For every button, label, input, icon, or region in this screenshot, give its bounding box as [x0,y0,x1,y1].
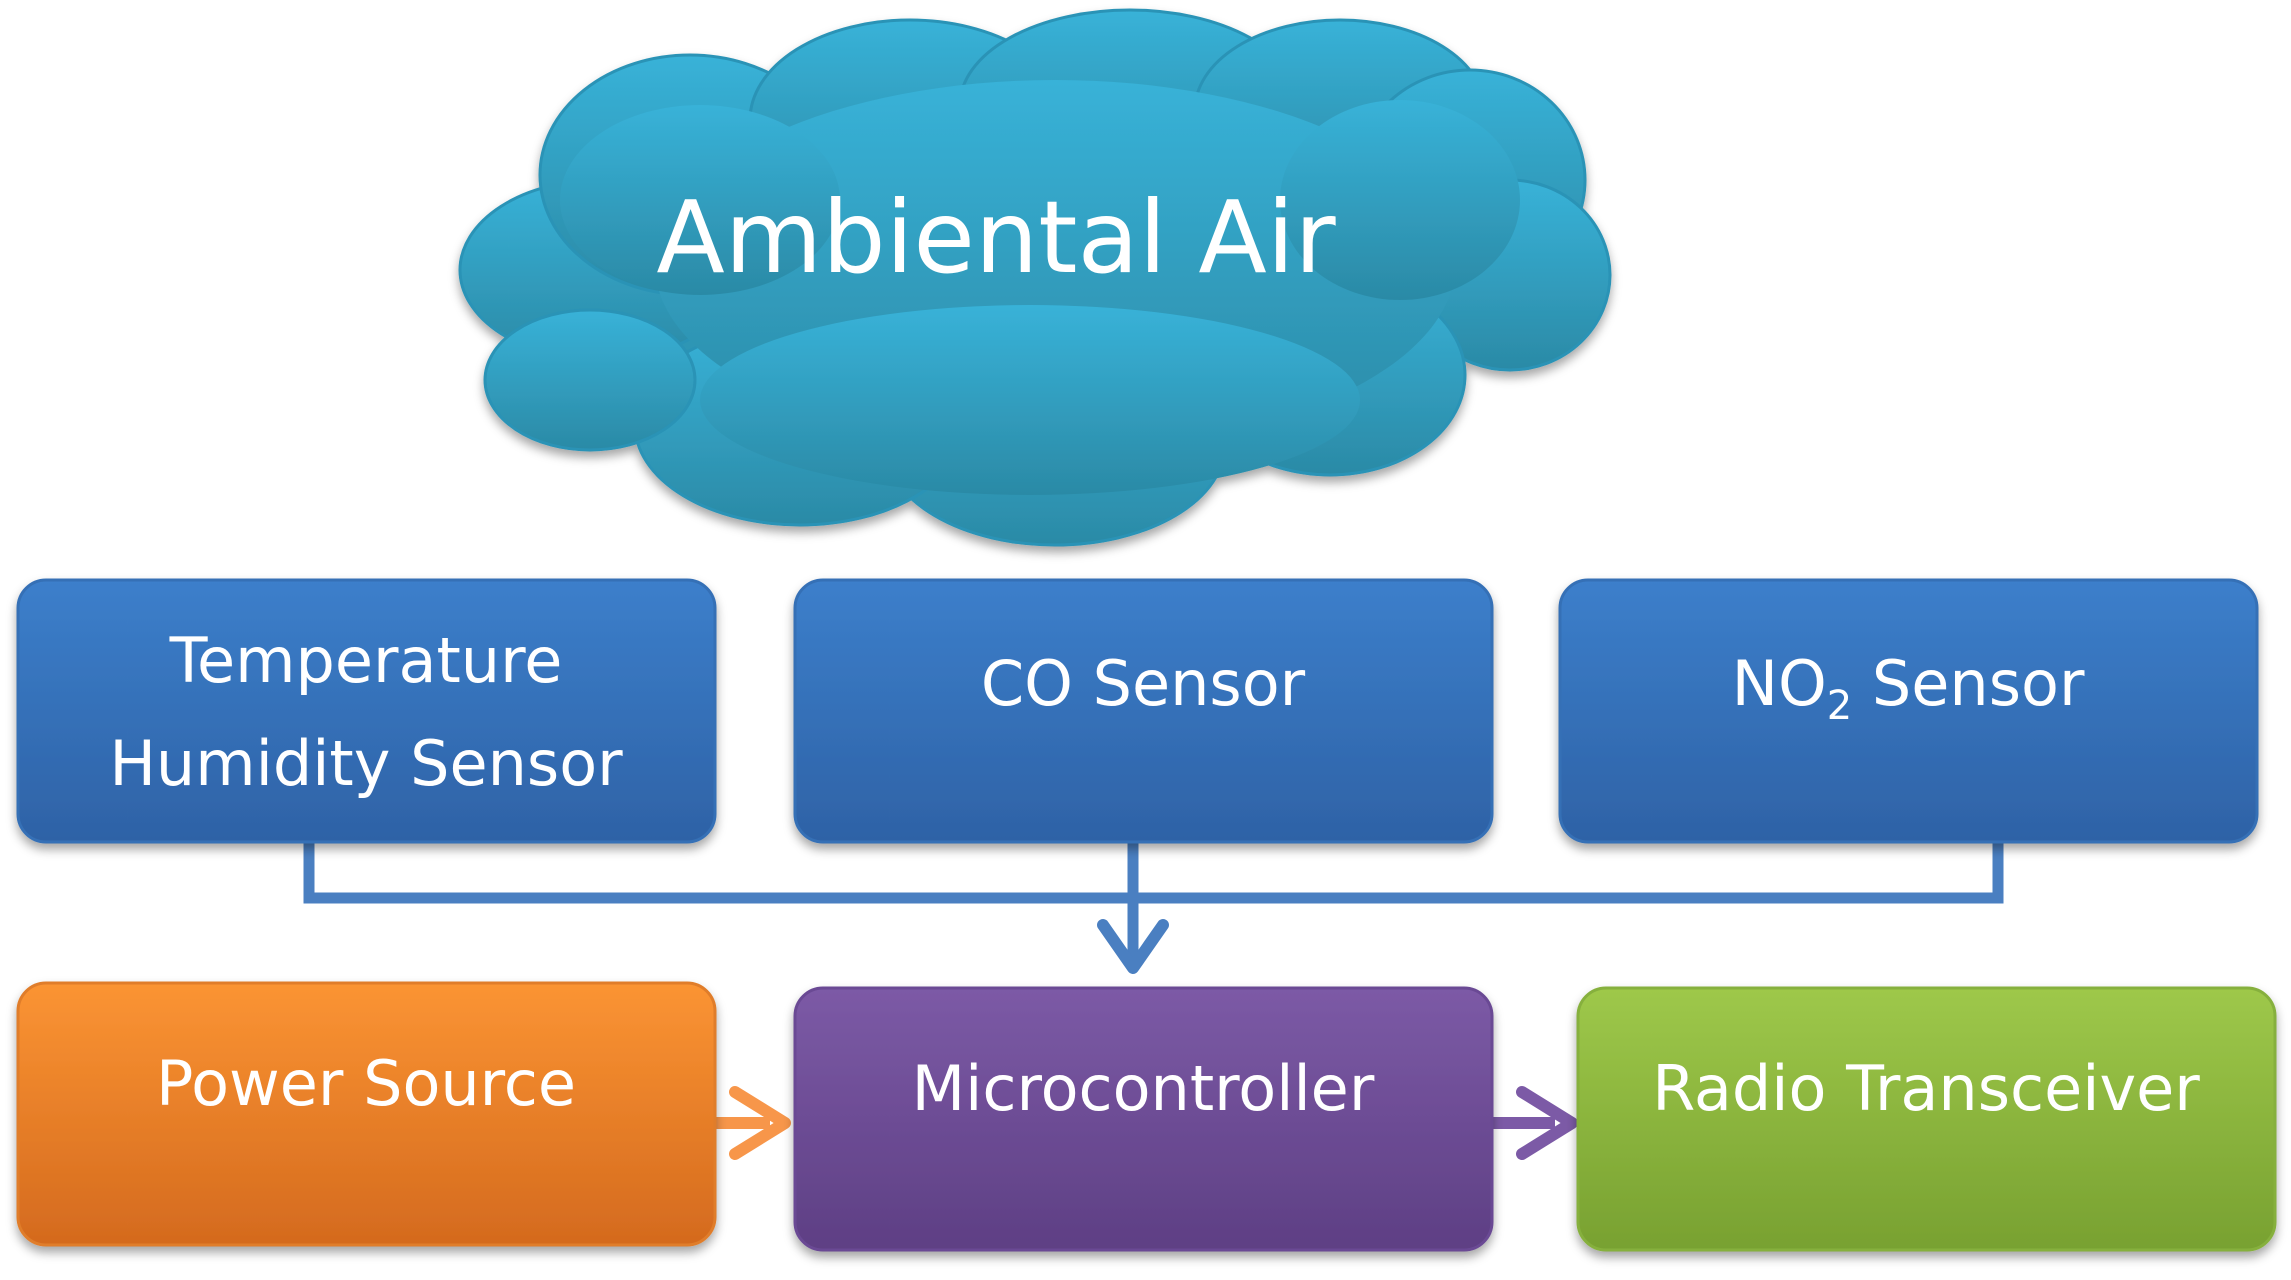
mcu-to-radio-arrow [1492,1086,1578,1160]
ambiental-air-cloud [458,8,1612,547]
down-arrow-head [1097,919,1169,974]
co-sensor-label: CO Sensor [981,647,1306,720]
temperature-humidity-sensor-box [16,578,717,844]
power-source-box [16,981,717,1247]
power-source-label: Power Source [156,1047,576,1120]
no2-sensor-label: NO2 Sensor [1732,647,2085,729]
microcontroller-label: Microcontroller [912,1052,1375,1125]
temperature-label: Temperature [169,624,563,697]
radio-transceiver-box [1576,986,2277,1252]
no2-sensor-box [1558,578,2259,844]
radio-transceiver-label: Radio Transceiver [1652,1052,2200,1125]
no2-subscript: 2 [1827,683,1852,729]
power-to-mcu-arrow [715,1086,791,1160]
sensor-bus-connector [303,836,2004,961]
cloud-label: Ambiental Air [656,179,1336,296]
co-sensor-box [793,578,1494,844]
humidity-sensor-label: Humidity Sensor [109,727,623,800]
microcontroller-box [793,986,1494,1252]
